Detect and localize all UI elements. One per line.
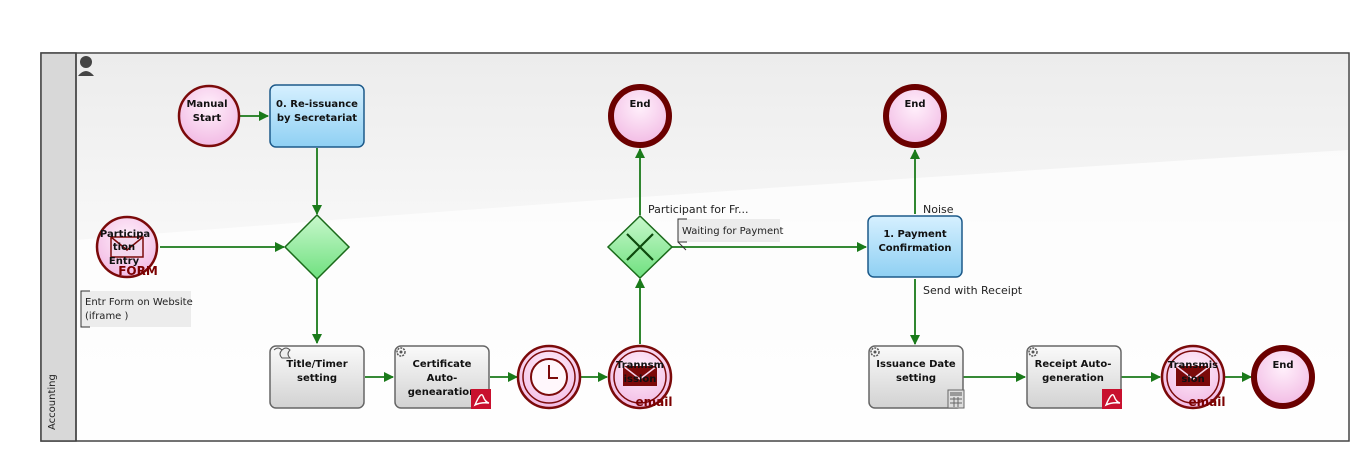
task-label: Receipt Auto- <box>1035 359 1112 370</box>
end-event-top-right[interactable]: End <box>883 84 947 148</box>
event-label: End <box>1272 360 1293 371</box>
transmission-event-2[interactable]: Transmis sion email <box>1160 344 1226 410</box>
annotation-text: Waiting for Payment <box>682 226 784 237</box>
annotation-waiting-payment[interactable]: Waiting for Payment <box>677 218 784 251</box>
gear-icon <box>396 347 406 357</box>
event-label: sion <box>1181 374 1204 385</box>
manual-start-event[interactable]: Manual Start <box>177 84 241 148</box>
task-label: setting <box>297 373 337 384</box>
lane-label: Accounting <box>47 374 58 430</box>
task-reissuance[interactable]: 0. Re-issuance by Secretariat <box>269 84 365 148</box>
calculator-icon <box>947 389 965 409</box>
envelope-icon <box>1175 365 1211 386</box>
task-issuance-date[interactable]: Issuance Date setting <box>868 345 965 409</box>
gear-icon <box>870 347 880 357</box>
task-label: generation <box>1042 373 1104 384</box>
envelope-icon <box>110 236 144 258</box>
task-label: by Secretariat <box>277 113 357 124</box>
event-label: Participa <box>100 229 150 240</box>
task-receipt[interactable]: Receipt Auto- generation <box>1026 345 1122 409</box>
event-label: Trannsm <box>616 360 664 371</box>
script-icon <box>273 347 292 359</box>
end-event-top-middle[interactable]: End <box>608 84 672 148</box>
annotation-line-2: (iframe ) <box>85 311 129 322</box>
email-badge: email <box>636 395 673 409</box>
task-label: Certificate <box>413 359 472 370</box>
event-label: Start <box>193 113 222 124</box>
annotation-entry-form[interactable]: Entr Form on Website (iframe ) <box>80 290 193 328</box>
participation-entry-event[interactable]: Participa tion Entry FORM <box>95 215 159 279</box>
task-certificate[interactable]: Certificate Auto- genearation <box>394 345 491 409</box>
sequence-flows <box>160 111 1252 382</box>
task-title-timer[interactable]: Title/Timer setting <box>269 345 365 409</box>
gateway-exclusive[interactable] <box>606 214 674 280</box>
event-label: ission <box>624 374 657 385</box>
user-icon <box>78 56 94 76</box>
event-label: Entry <box>109 256 140 267</box>
task-label: Auto- <box>427 373 458 384</box>
task-label: setting <box>896 373 936 384</box>
gateway-merge[interactable] <box>283 213 351 281</box>
flow-label-send-receipt: Send with Receipt <box>923 284 1023 297</box>
flow-label-noise: Noise <box>923 203 954 216</box>
end-event-bottom-right[interactable]: End <box>1251 345 1315 409</box>
task-label: Issuance Date <box>876 359 956 370</box>
event-label: tion <box>113 242 135 253</box>
email-badge: email <box>1189 395 1226 409</box>
task-label: genearation <box>408 387 476 398</box>
task-payment-confirmation[interactable]: 1. Payment Confirmation <box>867 215 963 278</box>
pdf-icon <box>471 389 491 409</box>
timer-event[interactable] <box>516 344 582 410</box>
transmission-event-1[interactable]: Trannsm ission email <box>607 344 673 410</box>
gear-icon <box>1028 347 1038 357</box>
pdf-icon <box>1102 389 1122 409</box>
event-label: Manual <box>186 99 227 110</box>
event-label: End <box>629 99 650 110</box>
task-label: Title/Timer <box>286 359 347 370</box>
clock-icon <box>530 358 568 396</box>
event-label: Transmis <box>1168 360 1218 371</box>
annotation-line-1: Entr Form on Website <box>85 297 193 308</box>
form-badge: FORM <box>118 264 158 278</box>
task-label: 1. Payment <box>883 229 947 240</box>
task-label: Confirmation <box>878 243 951 254</box>
flow-label-participant: Participant for Fr... <box>648 203 749 216</box>
event-label: End <box>904 99 925 110</box>
task-label: 0. Re-issuance <box>276 99 358 110</box>
envelope-icon <box>622 365 658 386</box>
